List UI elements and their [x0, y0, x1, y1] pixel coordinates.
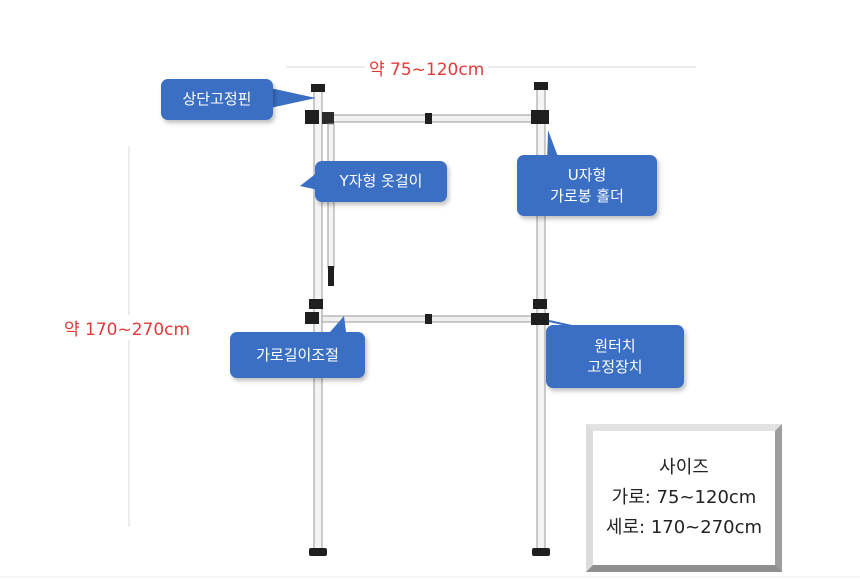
lower-right-clamp	[533, 299, 547, 309]
callout-u-holder: U자형 가로봉 홀더	[517, 155, 657, 216]
lower-crossbar-joint	[425, 314, 432, 324]
width-adjust-pointer	[330, 316, 346, 332]
y-hanger-tip	[328, 266, 334, 286]
callout-one-touch-line1: 원터치	[594, 336, 636, 355]
size-box-title: 사이즈	[659, 457, 709, 478]
callout-one-touch: 원터치 고정장치	[546, 325, 684, 388]
size-box-height: 세로: 170~270cm	[605, 517, 763, 538]
size-box-width: 가로: 75~120cm	[611, 487, 757, 508]
size-info-box: 사이즈 가로: 75~120cm 세로: 170~270cm	[586, 424, 782, 572]
callout-u-holder-line2: 가로봉 홀더	[550, 186, 624, 205]
callout-width-adjust-text: 가로길이조절	[256, 345, 339, 364]
upper-crossbar-joint	[425, 113, 432, 124]
callout-width-adjust: 가로길이조절	[230, 332, 365, 378]
callout-top-pin-text: 상단고정핀	[182, 90, 252, 108]
height-dimension-label: 약 170~270cm	[60, 315, 195, 340]
right-foot	[532, 548, 550, 556]
left-top-cap	[311, 84, 325, 92]
callout-one-touch-line2: 고정장치	[587, 357, 643, 376]
y-hanger-pointer	[300, 172, 318, 190]
lower-left-clamp-2	[305, 312, 319, 324]
right-top-cap	[534, 82, 548, 90]
callout-y-hanger-text: Y자형 옷걸이	[339, 172, 423, 190]
callout-u-holder-line1: U자형	[567, 165, 607, 184]
upper-left-clamp	[305, 110, 319, 124]
upper-left-clamp-2	[322, 112, 334, 124]
u-holder-pointer	[547, 130, 560, 162]
callout-y-hanger: Y자형 옷걸이	[315, 161, 447, 202]
lower-right-clamp-2	[531, 313, 549, 325]
callout-top-pin: 상단고정핀	[161, 79, 273, 120]
left-foot	[309, 548, 327, 556]
upper-right-clamp	[531, 110, 549, 124]
width-dimension-label: 약 75~120cm	[365, 55, 489, 80]
lower-left-clamp	[309, 299, 323, 309]
top-pin-pointer	[270, 88, 316, 108]
